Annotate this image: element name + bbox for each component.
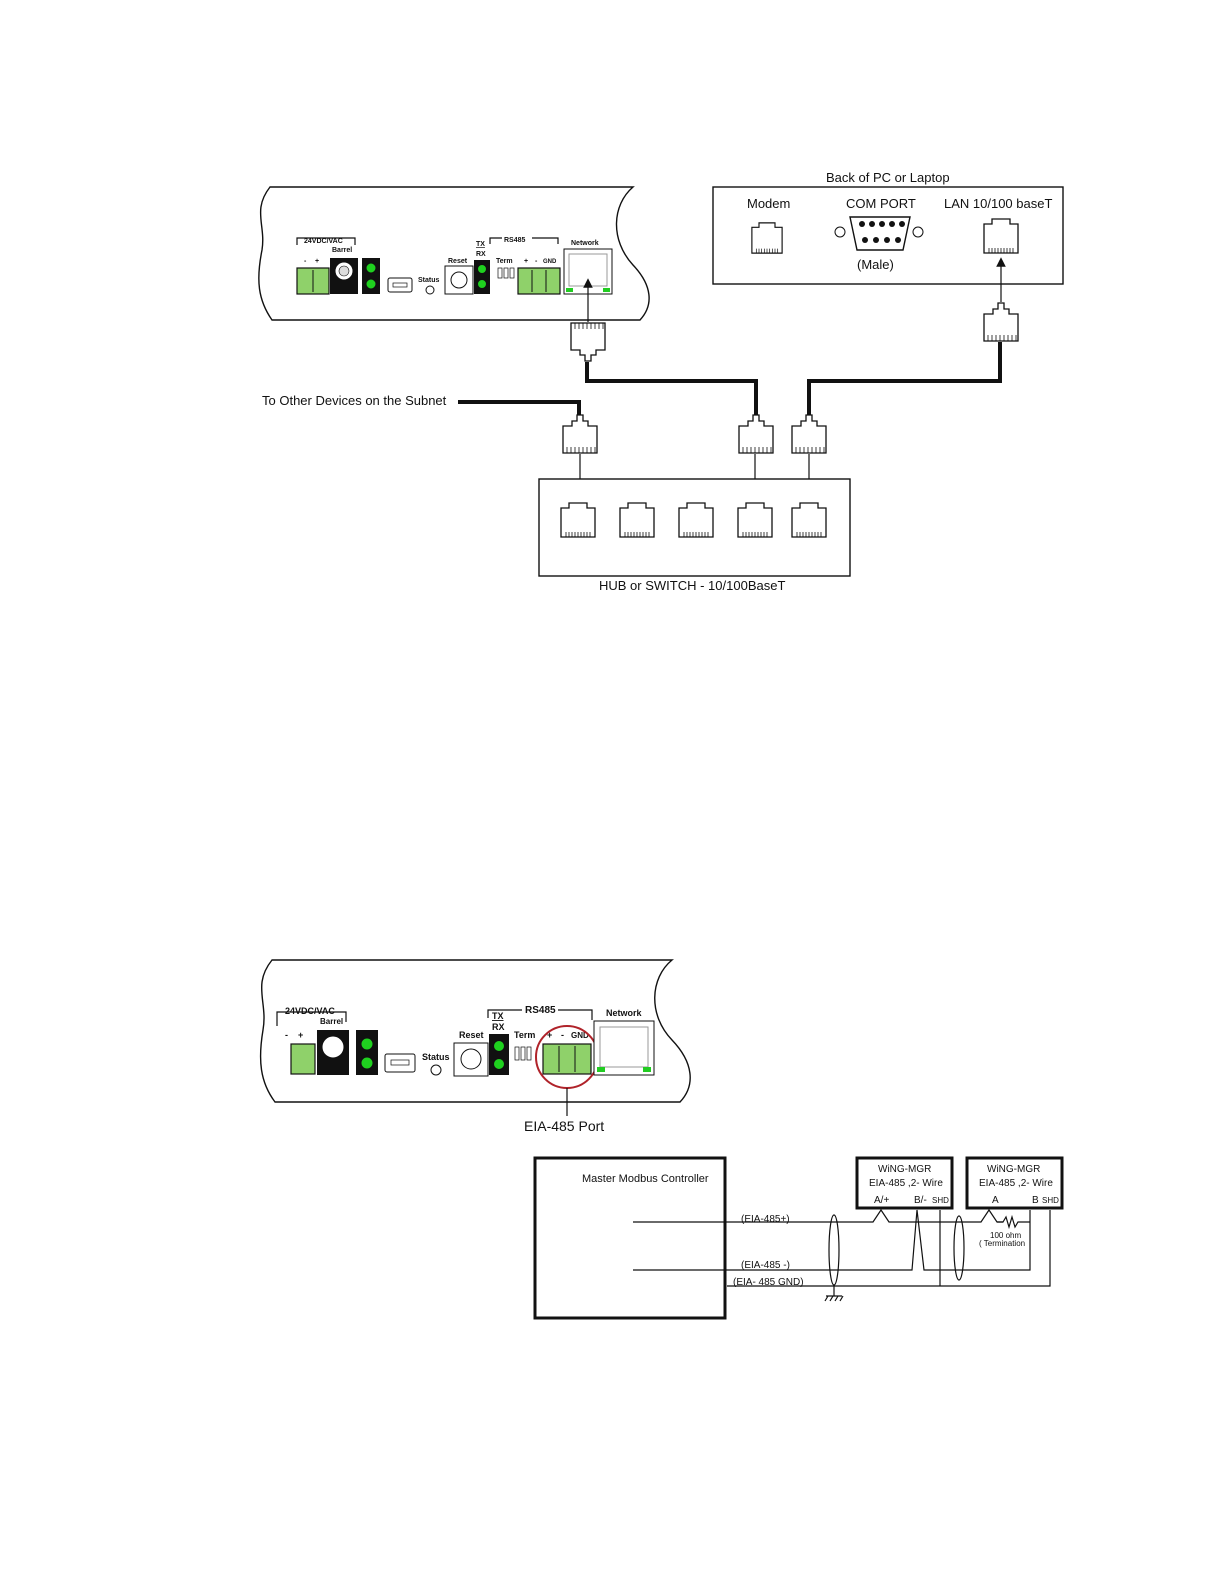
hub-label: HUB or SWITCH - 10/100BaseT bbox=[599, 578, 785, 593]
power-terminal-b bbox=[290, 1043, 316, 1075]
node2-title: WiNG-MGR bbox=[987, 1164, 1040, 1175]
rs485-label-b: RS485 bbox=[525, 1005, 556, 1016]
lan-jack bbox=[983, 218, 1019, 254]
term-label: Term bbox=[496, 258, 513, 265]
cable-pc bbox=[807, 342, 1002, 415]
resistor-value: 100 ohm bbox=[990, 1231, 1021, 1240]
node1-box bbox=[855, 1156, 954, 1210]
barrel-label: Barrel bbox=[332, 247, 352, 254]
eia-diagram: 24VDC/VAC Barrel - + Status Reset TX RX bbox=[259, 959, 1064, 1320]
master-label: Master Modbus Controller bbox=[582, 1173, 709, 1185]
line-minus-label: (EIA-485 -) bbox=[741, 1260, 790, 1271]
lan-label: LAN 10/100 baseT bbox=[944, 196, 1052, 211]
gnd-label: GND bbox=[543, 259, 557, 265]
cable-device bbox=[585, 362, 758, 415]
plus-label: + bbox=[315, 258, 319, 265]
power-label-b: 24VDC/VAC bbox=[285, 1006, 335, 1016]
com-port-label: COM PORT bbox=[846, 196, 916, 211]
node2-shd: SHD bbox=[1042, 1196, 1059, 1205]
tx-label-b: TX bbox=[492, 1011, 504, 1021]
status-led-b bbox=[430, 1064, 442, 1076]
node1-sub: EIA-485 ,2- Wire bbox=[869, 1178, 943, 1189]
gnd-label-b: GND bbox=[571, 1031, 589, 1040]
hub-plug-3 bbox=[791, 414, 827, 454]
node1-a: A/+ bbox=[874, 1195, 889, 1206]
hub-port-5 bbox=[791, 502, 827, 538]
modem-label: Modem bbox=[747, 196, 790, 211]
power-label: 24VDC/VAC bbox=[304, 238, 343, 245]
node1-shd: SHD bbox=[932, 1196, 949, 1205]
rs485-terminal-b bbox=[542, 1043, 592, 1075]
device-panel-top: 24VDC/VAC Barrel - + Status Reset TX RX bbox=[258, 186, 650, 321]
minus-rs485-b: - bbox=[561, 1030, 564, 1040]
hub-port-3 bbox=[678, 502, 714, 538]
cable-subnet bbox=[458, 400, 581, 415]
hub-port-1 bbox=[560, 502, 596, 538]
network-diagram: 24VDC/VAC Barrel - + Status Reset TX RX bbox=[258, 170, 1064, 593]
node1-title: WiNG-MGR bbox=[878, 1164, 931, 1175]
device-panel-bottom: 24VDC/VAC Barrel - + Status Reset TX RX bbox=[259, 959, 691, 1103]
term-label-b: Term bbox=[514, 1030, 535, 1040]
eia-wiring bbox=[633, 1208, 1051, 1302]
hub-plug-2 bbox=[738, 414, 774, 454]
tx-label: TX bbox=[476, 241, 485, 248]
line-plus-label: (EIA-485+) bbox=[741, 1214, 790, 1225]
line-gnd-label: (EIA- 485 GND) bbox=[733, 1277, 804, 1288]
device-plug bbox=[570, 322, 606, 362]
plus-label-b: + bbox=[298, 1030, 303, 1040]
node2-a: A bbox=[992, 1195, 999, 1206]
com-port-sub: (Male) bbox=[857, 257, 894, 272]
pc-back-title: Back of PC or Laptop bbox=[826, 170, 950, 185]
com-port-connector bbox=[834, 216, 924, 251]
subnet-label: To Other Devices on the Subnet bbox=[262, 393, 447, 408]
rx-label: RX bbox=[476, 251, 486, 258]
hub-port-4 bbox=[737, 502, 773, 538]
minus-label-b: - bbox=[285, 1030, 288, 1040]
modem-jack bbox=[751, 222, 783, 254]
pc-plug bbox=[983, 302, 1019, 342]
node2-b: B bbox=[1032, 1195, 1039, 1206]
rs485-terminal bbox=[517, 267, 561, 295]
plus-rs485: + bbox=[524, 258, 528, 265]
status-led bbox=[425, 285, 435, 295]
plus-rs485-b: + bbox=[547, 1030, 552, 1040]
network-label-b: Network bbox=[606, 1008, 643, 1018]
barrel-label-b: Barrel bbox=[320, 1017, 343, 1026]
status-label: Status bbox=[418, 277, 440, 284]
reset-label-b: Reset bbox=[459, 1030, 484, 1040]
status-label-b: Status bbox=[422, 1052, 450, 1062]
minus-rs485: - bbox=[535, 258, 538, 265]
hub-port-2 bbox=[619, 502, 655, 538]
network-label: Network bbox=[571, 240, 599, 247]
resistor-note: ( Termination bbox=[979, 1239, 1025, 1248]
rx-label-b: RX bbox=[492, 1022, 505, 1032]
node2-box bbox=[965, 1156, 1064, 1210]
eia-port-label: EIA-485 Port bbox=[524, 1118, 604, 1134]
minus-label: - bbox=[304, 258, 307, 265]
hub-plug-1 bbox=[562, 414, 598, 454]
node2-sub: EIA-485 ,2- Wire bbox=[979, 1178, 1053, 1189]
master-controller bbox=[533, 1156, 727, 1320]
rs485-label: RS485 bbox=[504, 237, 526, 244]
reset-label: Reset bbox=[448, 258, 468, 265]
node1-b: B/- bbox=[914, 1195, 927, 1206]
